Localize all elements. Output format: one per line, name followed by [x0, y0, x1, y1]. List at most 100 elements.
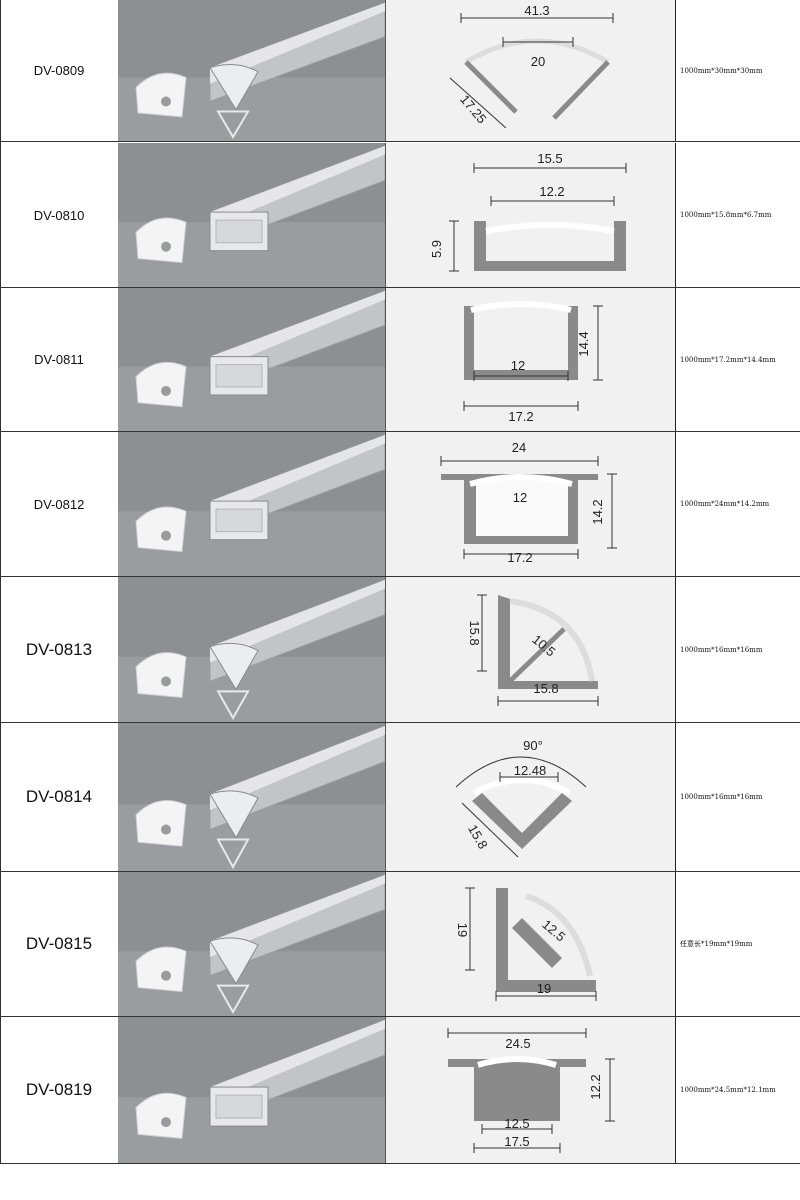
- size-cell: 1000mm*30mm*30mm: [675, 0, 800, 141]
- dim-height-label: 14.2: [590, 499, 605, 524]
- dim-width-label: 19: [537, 981, 551, 996]
- product-row: DV-0812 24 12 14.2 17.2 1000mm*24mm*14.2mm: [0, 432, 800, 576]
- end-cap-image: [135, 217, 187, 264]
- row-divider: [0, 431, 800, 432]
- table-left-border: [0, 0, 1, 1163]
- model-number: DV-0811: [34, 352, 84, 367]
- size-spec: 1000mm*30mm*30mm: [680, 66, 763, 75]
- drawing-cell: 15.5 12.2 5.9: [385, 143, 676, 287]
- dim-inner-label: 12: [511, 358, 525, 373]
- model-cell: DV-0813: [0, 577, 118, 722]
- product-photo: [118, 872, 385, 1016]
- dim-height-label: 5.9: [429, 240, 444, 258]
- size-cell: 任意长*19mm*19mm: [675, 872, 800, 1016]
- dim-inner-label: 20: [531, 54, 545, 69]
- product-photo: [118, 288, 385, 431]
- size-cell: 1000mm*24.5mm*12.1mm: [675, 1017, 800, 1163]
- model-cell: DV-0811: [0, 288, 118, 431]
- size-cell: 1000mm*15.8mm*6.7mm: [675, 143, 800, 287]
- product-photo: [118, 0, 385, 141]
- row-divider: [0, 141, 800, 142]
- model-cell: DV-0812: [0, 432, 118, 576]
- size-spec: 1000mm*16mm*16mm: [680, 793, 763, 801]
- end-cap-image: [135, 800, 187, 847]
- drawing-cell: 24 12 14.2 17.2: [385, 432, 676, 576]
- drawing-cell: 12 14.4 17.2: [385, 288, 676, 431]
- product-photo: [118, 143, 385, 287]
- dim-inner-label: 12.2: [539, 184, 564, 199]
- cross-section-diagram: 24 12 14.2 17.2: [386, 432, 676, 576]
- dim-width-label: 24: [512, 440, 526, 455]
- cross-section-diagram: 15.5 12.2 5.9: [386, 143, 676, 287]
- model-number: DV-0812: [33, 496, 85, 512]
- dim-height-label: 12.2: [588, 1074, 603, 1099]
- size-cell: 1000mm*17.2mm*14.4mm: [675, 288, 800, 431]
- photo-cell: [118, 288, 385, 431]
- dim-angle-label: 90°: [523, 738, 543, 753]
- cross-section-diagram: 24.512.212.517.5: [386, 1017, 676, 1163]
- dim-height-label: 14.4: [576, 331, 591, 356]
- photo-cell: [118, 432, 385, 576]
- product-photo: [118, 432, 385, 576]
- model-cell: DV-0809: [0, 0, 118, 141]
- row-divider: [0, 1163, 800, 1164]
- end-cap-image: [135, 946, 187, 993]
- end-cap-image: [135, 506, 187, 553]
- model-number: DV-0814: [25, 787, 93, 806]
- dim-width-label: 17.2: [508, 409, 533, 424]
- end-cap-image: [135, 652, 187, 699]
- photo-cell: [118, 872, 385, 1016]
- product-row: DV-0810 15.5 12.2 5.9 1000mm*15.8mm*6.7mm: [0, 143, 800, 287]
- product-row: DV-0811 12 14.4 17.2 1000mm*17.2mm*14.4mm: [0, 288, 800, 431]
- dim-inner-label: 12.5: [504, 1116, 529, 1131]
- product-photo: [118, 577, 385, 722]
- size-spec: 1000mm*15.8mm*6.7mm: [680, 211, 772, 219]
- end-cap-image: [135, 1092, 187, 1139]
- size-cell: 1000mm*24mm*14.2mm: [675, 432, 800, 576]
- size-spec: 任意长*19mm*19mm: [680, 940, 753, 948]
- model-cell: DV-0810: [0, 143, 118, 287]
- model-number: DV-0815: [25, 934, 93, 953]
- model-cell: DV-0819: [0, 1017, 118, 1163]
- photo-cell: [118, 143, 385, 287]
- row-divider: [0, 871, 800, 872]
- row-divider: [0, 1016, 800, 1017]
- dim-width-label: 15.8: [533, 681, 558, 696]
- row-divider: [0, 722, 800, 723]
- end-cap-image: [135, 361, 187, 408]
- dim-width-label: 41.3: [524, 3, 549, 18]
- cross-section-diagram: 12 14.4 17.2: [386, 288, 676, 431]
- dim-bottom-label: 17.2: [507, 550, 532, 565]
- size-spec: 1000mm*24mm*14.2mm: [680, 500, 770, 508]
- size-cell: 1000mm*16mm*16mm: [675, 723, 800, 871]
- row-divider: [0, 287, 800, 288]
- dim-inner-label: 12.48: [514, 763, 547, 778]
- dim-width-label: 24.5: [505, 1036, 530, 1051]
- size-spec: 1000mm*17.2mm*14.4mm: [680, 355, 776, 364]
- product-photo: [118, 1017, 385, 1163]
- model-number: DV-0813: [25, 639, 93, 659]
- photo-cell: [118, 0, 385, 141]
- model-number: DV-0809: [33, 63, 85, 78]
- size-spec: 1000mm*16mm*16mm: [680, 645, 763, 654]
- dim-inner-label: 12: [513, 490, 527, 505]
- photo-cell: [118, 577, 385, 722]
- model-cell: DV-0815: [0, 872, 118, 1016]
- row-divider: [0, 576, 800, 577]
- photo-cell: [118, 723, 385, 871]
- dim-width-label: 15.5: [537, 151, 562, 166]
